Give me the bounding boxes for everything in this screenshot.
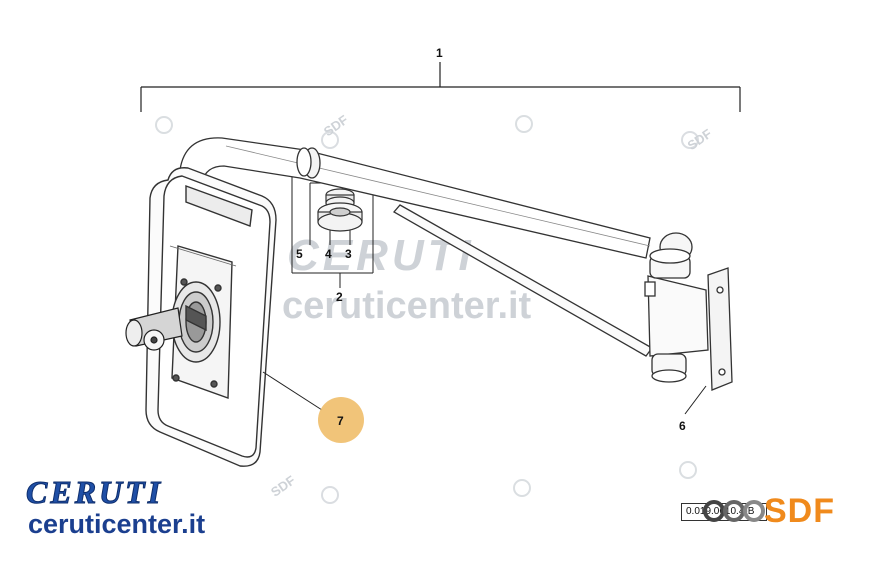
callout-3: 3: [345, 247, 352, 261]
callout-4: 4: [325, 247, 332, 261]
callout-2: 2: [336, 290, 343, 304]
callout-7: 7: [337, 414, 344, 428]
mirror-head: [145, 167, 277, 467]
leader-line-6: [684, 385, 707, 415]
watermark-stamp: SDF: [685, 126, 715, 153]
watermark-brand: CERUTI: [287, 231, 475, 280]
nut-washer-parts: [317, 188, 363, 232]
watermark-stamp: SDF: [268, 472, 298, 499]
callout-1: 1: [436, 46, 443, 60]
callout-5: 5: [296, 247, 303, 261]
sdf-logo-text: SDF: [764, 492, 835, 530]
assembly-bracket-1: [140, 62, 741, 112]
ceruticenter-site-label: ceruticenter.it: [28, 509, 206, 539]
callout-7-highlight: [318, 397, 364, 443]
mounting-bracket: [644, 248, 733, 391]
clamp-knob: [125, 307, 183, 351]
sdf-logo-icon: [703, 500, 765, 522]
leader-line-7: [262, 371, 323, 411]
watermark-site: ceruticenter.it: [282, 285, 532, 327]
ceruti-logo: CERUTI: [25, 474, 164, 511]
callout-6: 6: [679, 419, 686, 433]
